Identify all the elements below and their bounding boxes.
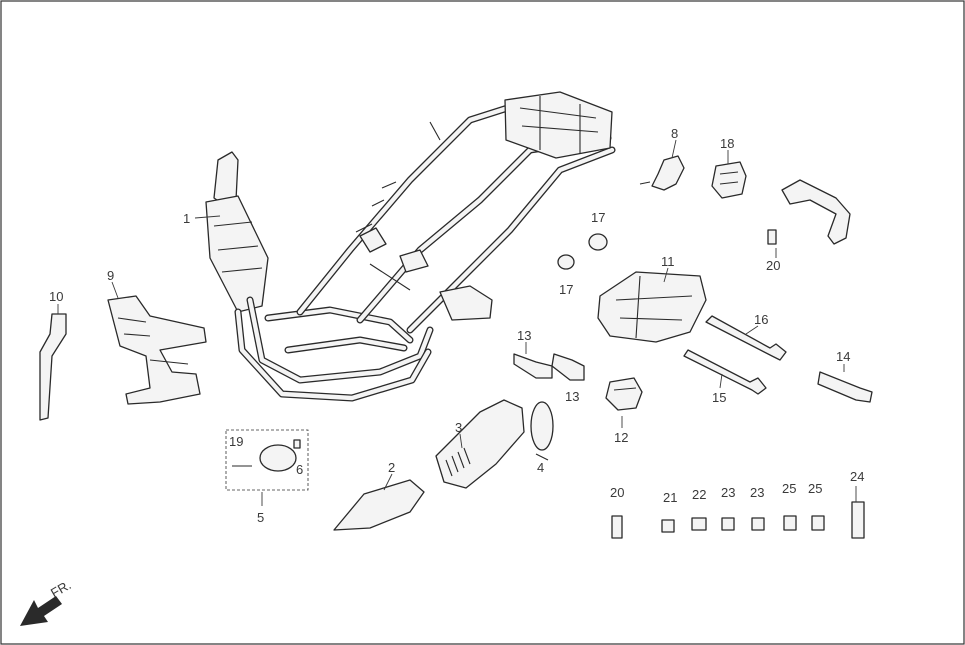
callout-25b: 25 <box>808 481 822 496</box>
front-direction-indicator: FR. <box>20 577 74 626</box>
callout-2: 2 <box>388 460 395 475</box>
callout-5: 5 <box>257 510 264 525</box>
front-label: FR. <box>48 577 74 600</box>
main-frame <box>205 91 616 402</box>
callout-24: 24 <box>850 469 864 484</box>
callout-8: 8 <box>671 126 678 141</box>
callout-23b: 23 <box>750 485 764 500</box>
callout-15: 15 <box>712 390 726 405</box>
callout-1: 1 <box>183 211 190 226</box>
fasteners-row <box>611 229 865 539</box>
rear-handle <box>781 179 851 245</box>
callout-20a: 20 <box>766 258 780 273</box>
callout-13b: 13 <box>565 389 579 404</box>
part-3-duct <box>435 399 525 489</box>
part-10-stand-bar <box>39 313 67 421</box>
callout-19: 19 <box>229 434 243 449</box>
callout-16: 16 <box>754 312 768 327</box>
long-bolts <box>683 315 787 395</box>
leader-lines <box>57 139 857 506</box>
callout-9: 9 <box>107 268 114 283</box>
callout-17a: 17 <box>591 210 605 225</box>
callouts: 1 2 3 4 5 6 8 9 10 11 12 13 13 14 15 16 … <box>49 126 864 525</box>
callout-18: 18 <box>720 136 734 151</box>
callout-12: 12 <box>614 430 628 445</box>
callout-3: 3 <box>455 420 462 435</box>
callout-23a: 23 <box>721 485 735 500</box>
callout-6: 6 <box>296 462 303 477</box>
part-12-mount <box>605 377 643 411</box>
front-arrow-icon <box>20 596 62 626</box>
part-14-axle <box>817 371 873 403</box>
callout-4: 4 <box>537 460 544 475</box>
callout-21: 21 <box>663 490 677 505</box>
callout-10: 10 <box>49 289 63 304</box>
part-5-kit <box>225 429 309 491</box>
part-13-pins <box>513 353 585 381</box>
callout-14: 14 <box>836 349 850 364</box>
part-11-footrest <box>597 271 707 343</box>
part-18-bracket <box>711 161 747 199</box>
callout-25a: 25 <box>782 481 796 496</box>
callout-20b: 20 <box>610 485 624 500</box>
callout-13a: 13 <box>517 328 531 343</box>
callout-17b: 17 <box>559 282 573 297</box>
part-4-clamp <box>530 401 554 461</box>
callout-22: 22 <box>692 487 706 502</box>
part-8-clip <box>639 155 685 191</box>
callout-11: 11 <box>661 254 675 269</box>
part-2-cover <box>333 479 425 531</box>
part-9-stand <box>107 295 207 405</box>
part-17-bushings <box>557 233 608 270</box>
